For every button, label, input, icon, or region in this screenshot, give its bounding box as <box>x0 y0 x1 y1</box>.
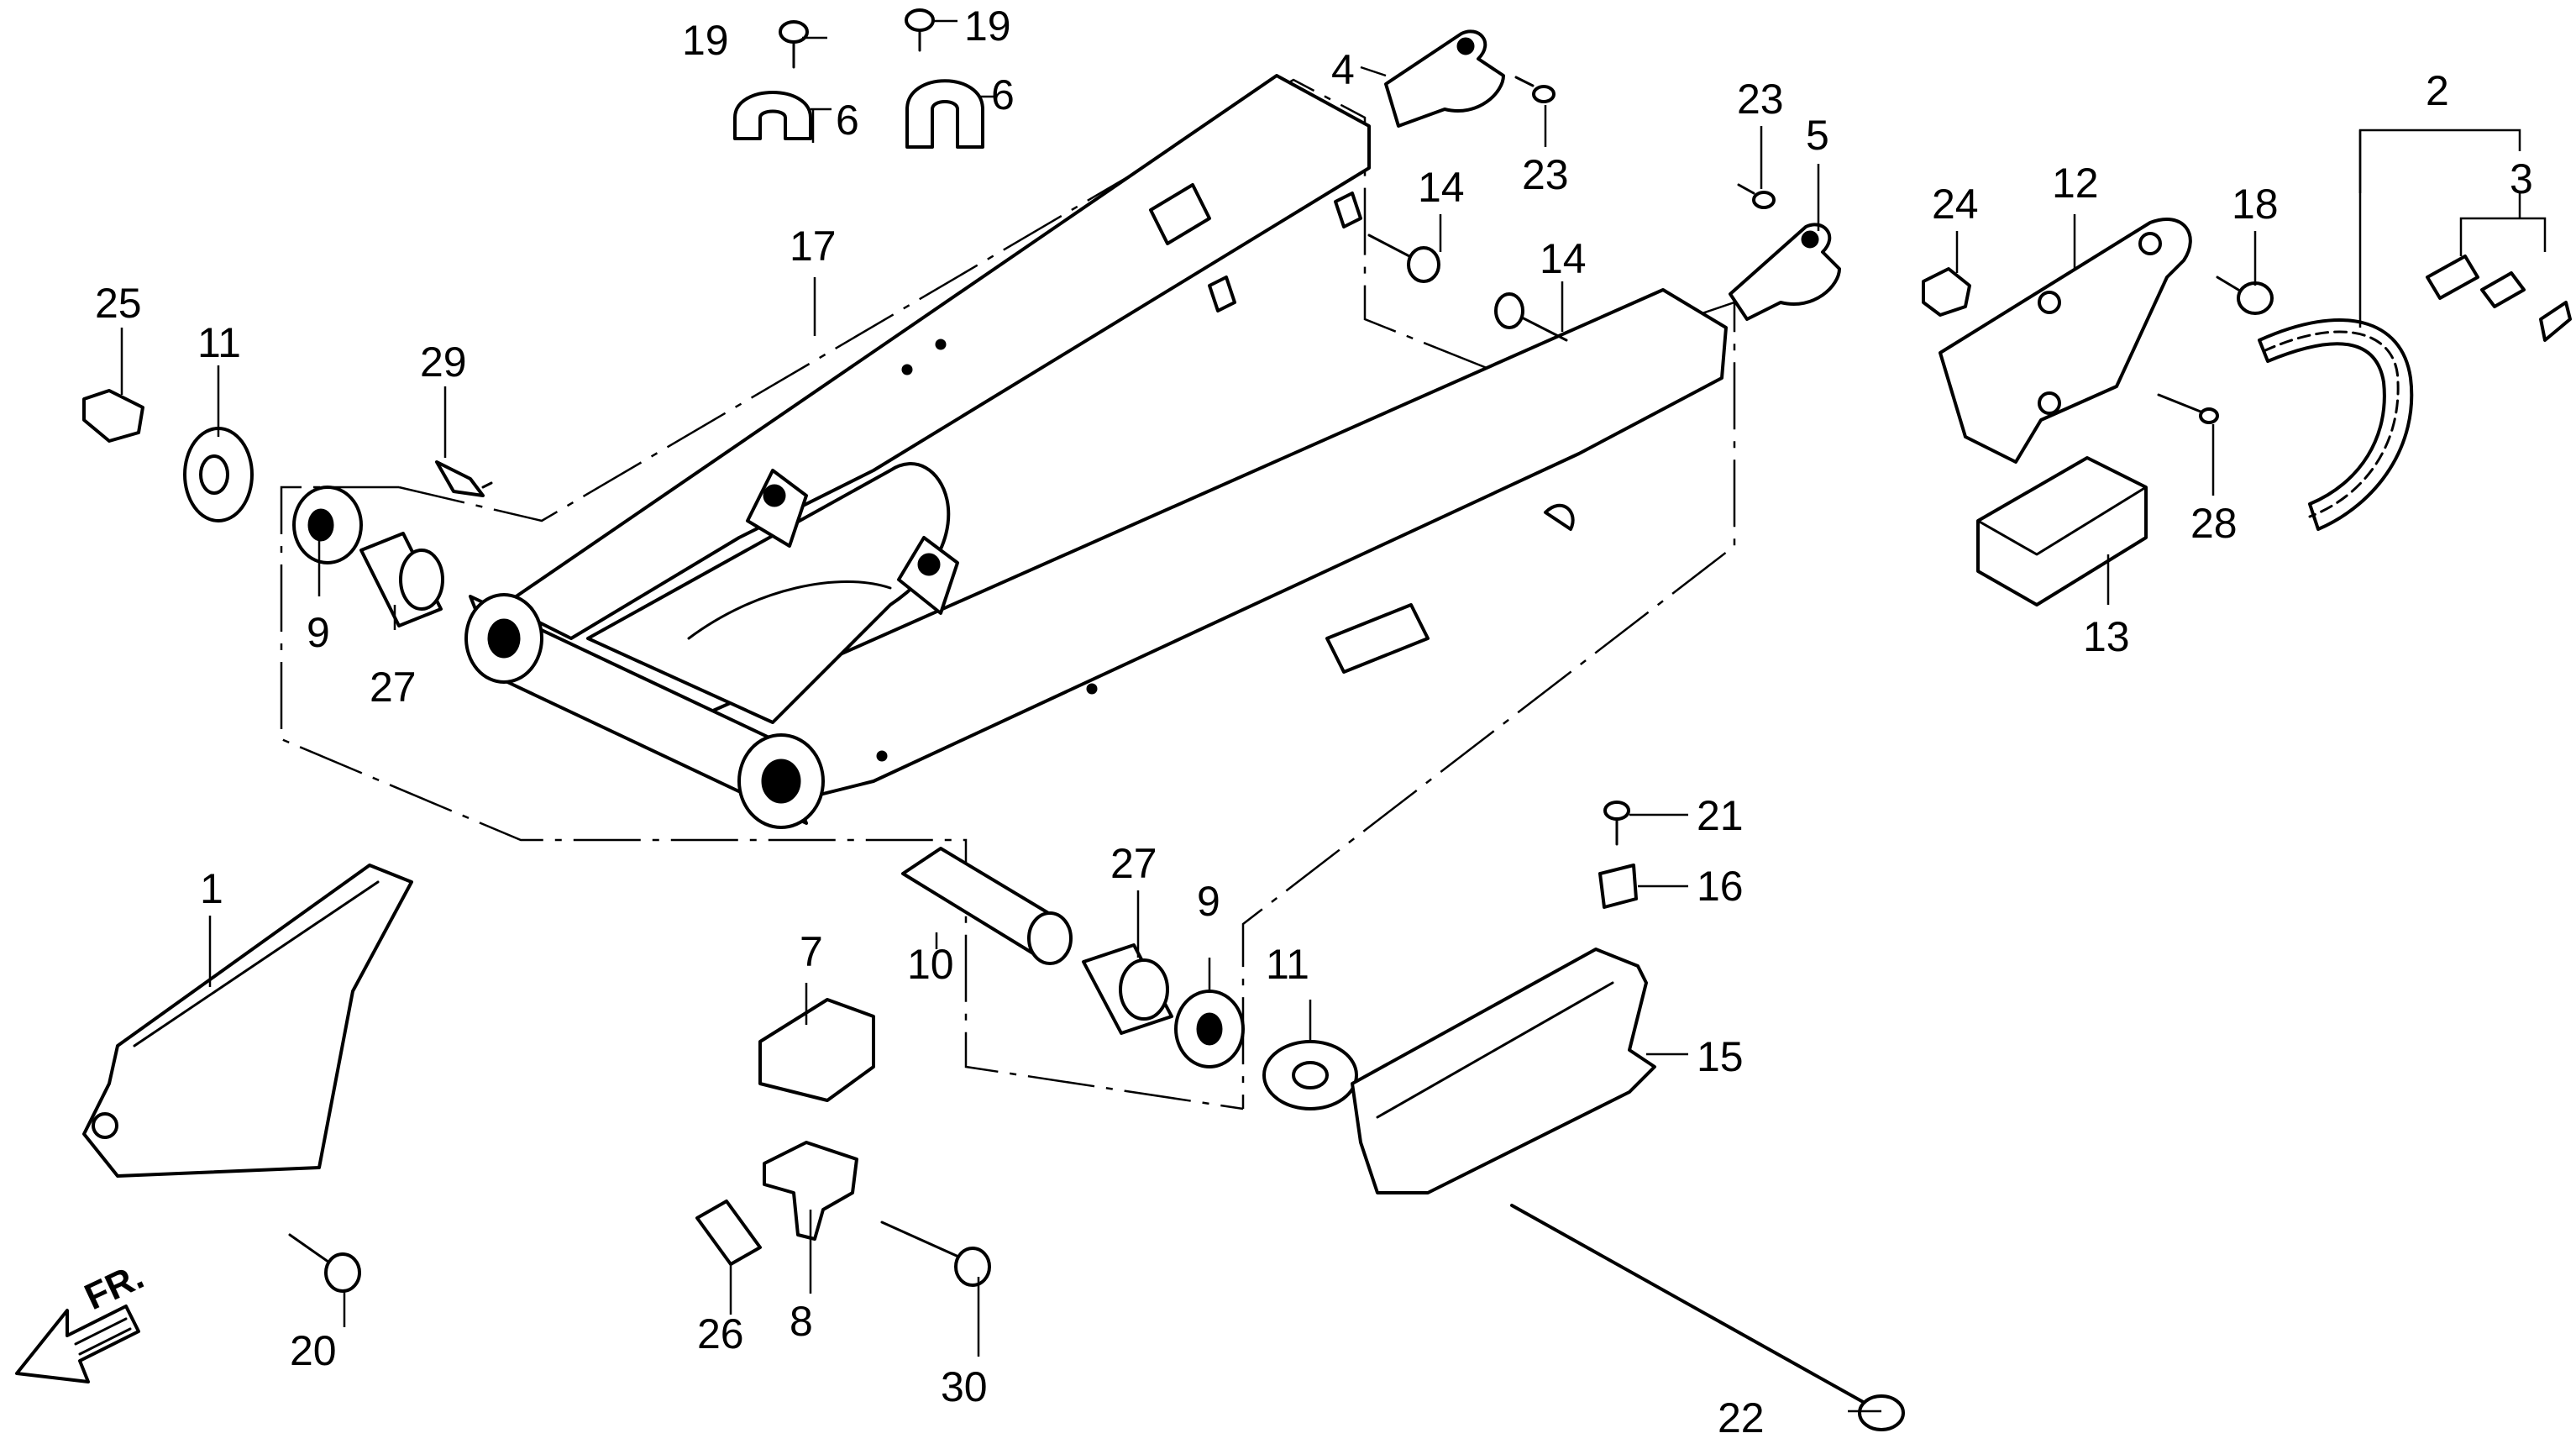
callout-14a: 14 <box>1418 164 1465 211</box>
callout-3: 3 <box>2510 155 2533 202</box>
bearing-27-right <box>1082 943 1173 1035</box>
master-link-3 <box>2426 255 2572 342</box>
callout-27a: 27 <box>370 664 417 711</box>
callout-2: 2 <box>2426 67 2449 114</box>
callout-labels: 1 2 3 4 5 6 6 7 8 9 9 10 11 11 12 13 14 … <box>95 3 2533 1441</box>
callout-4: 4 <box>1331 46 1355 93</box>
callout-5: 5 <box>1806 112 1829 159</box>
callout-18: 18 <box>2232 181 2279 228</box>
callout-26: 26 <box>697 1310 744 1357</box>
callout-16: 16 <box>1697 863 1744 910</box>
callout-11b: 11 <box>1266 941 1309 988</box>
callout-23a: 23 <box>1522 151 1569 198</box>
bolt-28 <box>2157 393 2219 424</box>
callout-13: 13 <box>2083 613 2130 660</box>
leader-lines <box>120 19 2547 1413</box>
callout-1: 1 <box>200 865 223 912</box>
callout-27b: 27 <box>1110 840 1157 887</box>
clamp-6-left <box>733 91 812 140</box>
callout-30: 30 <box>941 1363 988 1410</box>
seal-9-right <box>1174 990 1245 1068</box>
callout-28: 28 <box>2190 500 2238 547</box>
callout-6a: 6 <box>836 97 859 144</box>
bolt-19-right <box>905 8 935 52</box>
bracket-8 <box>763 1141 858 1241</box>
callout-22: 22 <box>1718 1394 1765 1441</box>
drive-chain-2 <box>2258 318 2414 531</box>
callout-19b: 19 <box>964 3 1011 50</box>
bolt-14-lower <box>1494 292 1568 342</box>
pivot-bolt-22 <box>1510 1204 1905 1431</box>
callout-10: 10 <box>907 941 954 988</box>
nut-24 <box>1922 267 1971 317</box>
bearing-27-left <box>359 532 444 627</box>
callout-24: 24 <box>1932 181 1979 228</box>
callout-11a: 11 <box>197 319 241 366</box>
callout-9b: 9 <box>1197 878 1220 925</box>
callout-25: 25 <box>95 280 142 327</box>
seal-9-left <box>292 486 363 564</box>
plate-5 <box>1729 223 1841 321</box>
seal-11-right <box>1262 1040 1358 1110</box>
cap-25 <box>82 389 144 443</box>
seal-11-left <box>183 427 254 522</box>
assembly-reference-lines <box>280 78 1736 1110</box>
fitting-29 <box>435 460 493 497</box>
screw-23-right <box>1737 183 1776 209</box>
collar-16 <box>1598 864 1638 909</box>
callout-20: 20 <box>290 1327 337 1374</box>
callout-6b: 6 <box>991 71 1015 118</box>
callout-9a: 9 <box>307 609 330 656</box>
callout-29: 29 <box>420 339 467 386</box>
plate-4 <box>1384 29 1505 128</box>
bolt-14-upper <box>1367 234 1440 283</box>
chain-case-1 <box>82 864 413 1178</box>
chain-slider-15 <box>1351 948 1656 1194</box>
block-7 <box>758 998 875 1102</box>
callout-19a: 19 <box>682 17 729 64</box>
bolt-20 <box>288 1233 361 1293</box>
screw-21 <box>1603 801 1630 846</box>
callout-14b: 14 <box>1540 235 1587 282</box>
callout-12: 12 <box>2052 160 2099 207</box>
front-direction-arrow-icon: FR. <box>15 1256 150 1383</box>
callout-8: 8 <box>790 1298 813 1345</box>
collar-10 <box>901 847 1073 965</box>
bolt-19-left <box>779 20 809 69</box>
callout-23b: 23 <box>1737 76 1784 123</box>
callout-7: 7 <box>800 928 823 975</box>
callout-15: 15 <box>1697 1033 1744 1080</box>
collar-26 <box>695 1200 762 1266</box>
callout-17: 17 <box>790 223 837 270</box>
clamp-6-right <box>905 79 984 149</box>
callout-21: 21 <box>1697 792 1744 839</box>
screw-23-left <box>1514 76 1556 103</box>
guide-block-13 <box>1976 456 2148 606</box>
bolt-18 <box>2216 276 2274 315</box>
swingarm <box>464 74 1728 829</box>
chain-guide-12 <box>1939 218 2192 464</box>
bolt-30 <box>880 1221 991 1287</box>
direction-label: FR. <box>79 1256 150 1318</box>
